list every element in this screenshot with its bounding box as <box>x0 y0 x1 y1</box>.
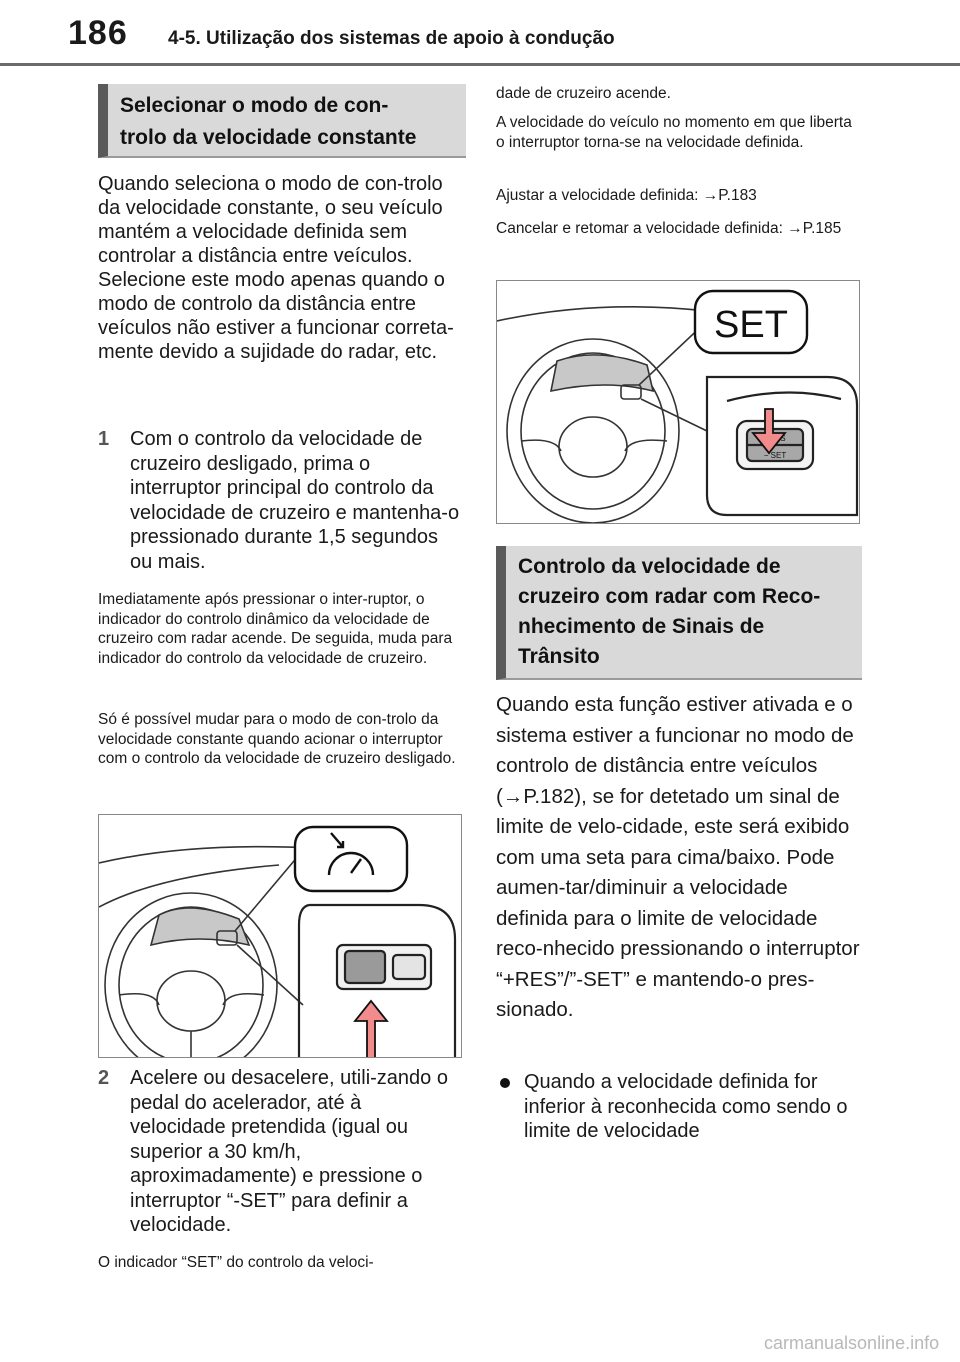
steering-wheel-illustration: +RES − SET SET <box>497 289 859 523</box>
note-paragraph: Imediatamente após pressionar o inter-ru… <box>98 591 453 667</box>
step-text: Com o controlo da velocidade de cruzeiro… <box>130 428 460 573</box>
section-heading-line: Trânsito <box>518 645 600 668</box>
step-text: Acelere ou desacelere, utili-zando o ped… <box>130 1067 448 1236</box>
continued-paragraph: dade de cruzeiro acende. <box>496 85 671 102</box>
section-heading-line: trolo da velocidade constante <box>120 126 417 149</box>
steering-wheel-illustration <box>99 825 457 1057</box>
watermark: carmanualsonline.info <box>764 1333 940 1353</box>
chapter-title: 4-5. Utilização dos sistemas de apoio à … <box>168 28 615 49</box>
body-paragraph: Quando esta função estiver ativada e o s… <box>496 693 860 1021</box>
note-paragraph: Só é possível mudar para o modo de con-t… <box>98 711 456 767</box>
section-heading-line: cruzeiro com radar com Reco- <box>518 585 821 608</box>
page-header: 186 4-5. Utilização dos sistemas de apoi… <box>0 0 960 66</box>
intro-paragraph: Quando seleciona o modo de con-trolo da … <box>98 173 454 363</box>
illustration-set-switch: +RES − SET SET <box>496 280 860 524</box>
section-heading-road-sign-recognition: Controlo da velocidade de cruzeiro com r… <box>496 546 862 680</box>
switch-minus-label: − SET <box>764 451 787 460</box>
set-label: SET <box>714 304 788 346</box>
step-1: 1 Com o controlo da velocidade de cruzei… <box>98 427 460 577</box>
bullet-dot <box>500 1078 510 1088</box>
section-heading-line: nhecimento de Sinais de <box>518 615 765 638</box>
step-number: 2 <box>98 1067 110 1089</box>
zoom-callout <box>705 375 859 517</box>
bullet-item: Quando a velocidade definida for inferio… <box>496 1070 858 1150</box>
section-heading-line: Selecionar o modo de con- <box>120 94 389 117</box>
cruise-control-icon <box>293 825 409 893</box>
set-label-bubble: SET <box>693 289 809 355</box>
page-number: 186 <box>68 14 128 52</box>
illustration-cruise-main-switch <box>98 814 462 1058</box>
bullet-text: Quando a velocidade definida for inferio… <box>524 1071 848 1142</box>
section-heading-line: Controlo da velocidade de <box>518 555 781 578</box>
cross-reference: Ajustar a velocidade definida: →P.183 <box>496 187 757 204</box>
section-heading-constant-speed: Selecionar o modo de con- trolo da veloc… <box>98 84 466 158</box>
zoom-callout <box>297 903 457 1057</box>
press-arrow <box>751 408 787 455</box>
note-paragraph: A velocidade do veículo no momento em qu… <box>496 114 852 151</box>
header-rule <box>0 63 960 66</box>
cross-reference: Cancelar e retomar a velocidade definida… <box>496 220 842 237</box>
note-paragraph: O indicador “SET” do controlo da veloci- <box>98 1254 374 1271</box>
press-arrow <box>353 999 389 1057</box>
step-2: 2 Acelere ou desacelere, utili-zando o p… <box>98 1066 460 1244</box>
step-number: 1 <box>98 428 110 450</box>
